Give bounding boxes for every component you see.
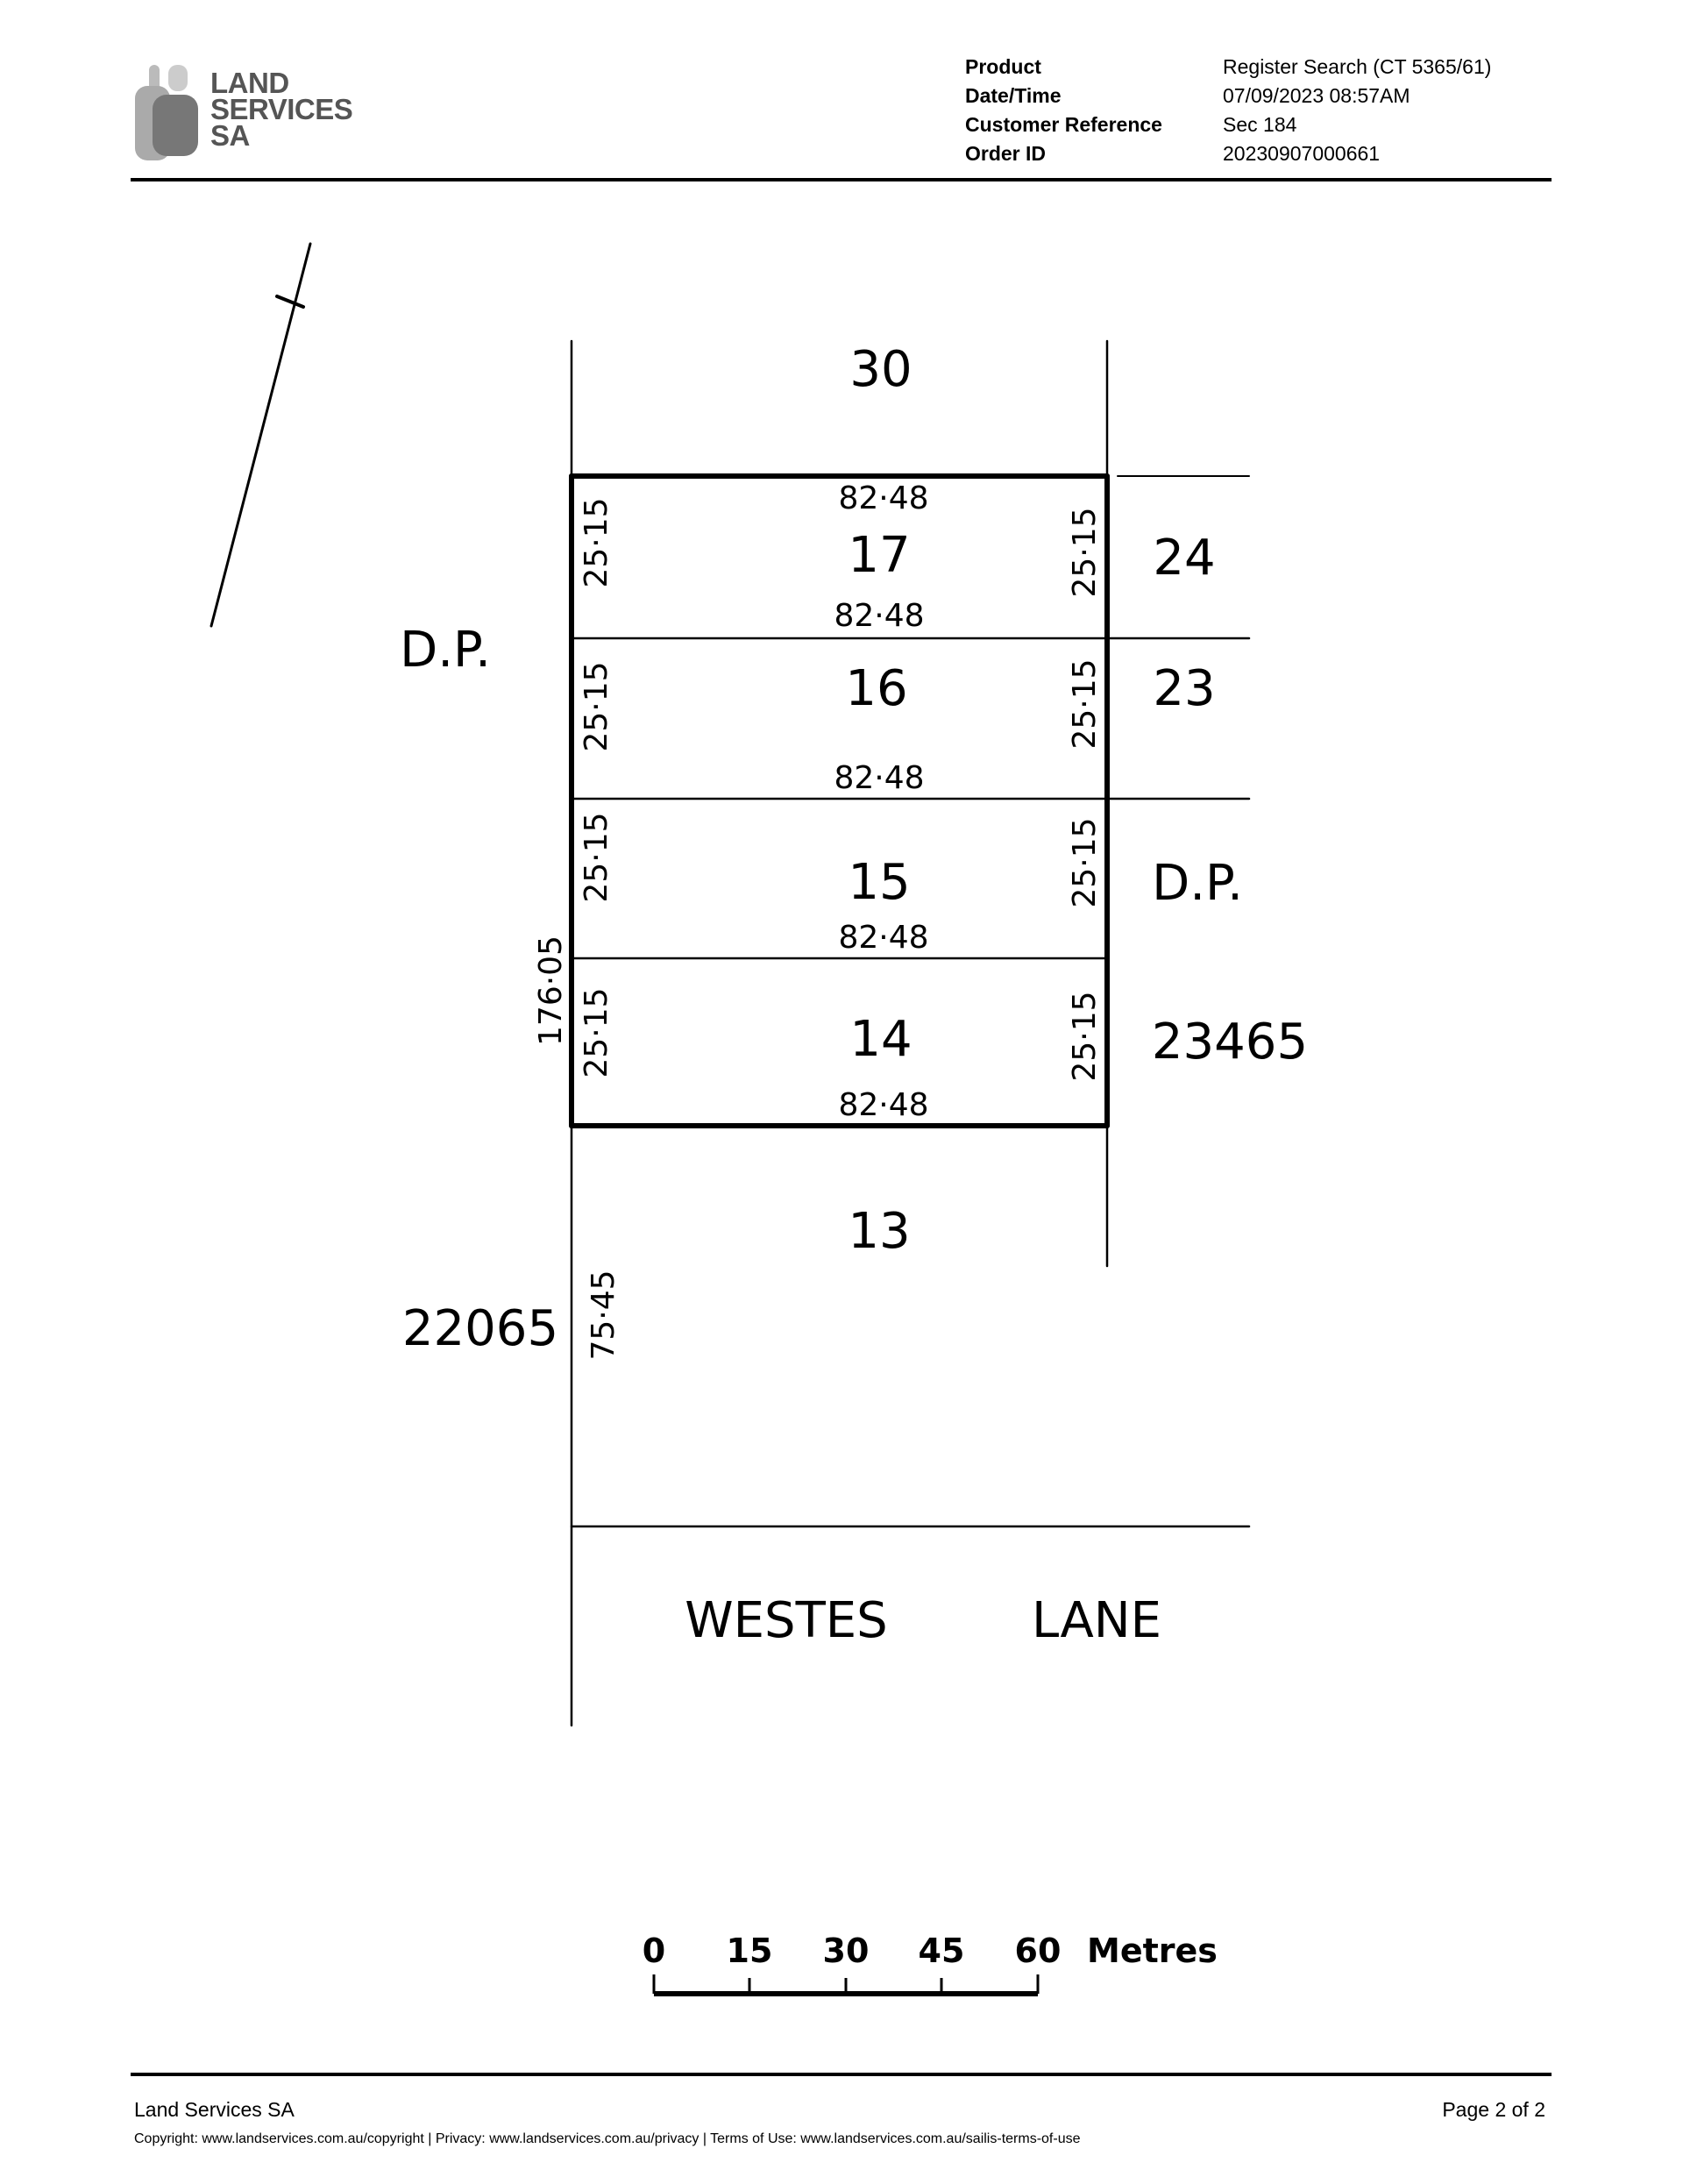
label-datetime: Date/Time (965, 84, 1062, 107)
value-customer-reference: Sec 184 (1223, 113, 1297, 136)
logo-line: LAND (210, 67, 289, 99)
lot-14-label: 14 (849, 1011, 912, 1068)
scale-tick-label: 0 (643, 1931, 665, 1970)
page-number: Page 2 of 2 (1442, 2098, 1545, 2121)
lot-13-depth-dimension: 75·45 (586, 1270, 621, 1360)
lot-24-label: 24 (1153, 530, 1215, 587)
frontage-dimension: 82·48 (834, 760, 924, 796)
label-customer-reference: Customer Reference (965, 113, 1162, 136)
scale-tick-label: 30 (823, 1931, 870, 1970)
frontage-dimension: 82·48 (838, 480, 928, 516)
depth-dimension: 25·15 (1067, 507, 1103, 597)
logo-line: SERVICES (210, 93, 353, 125)
depth-dimension: 25·15 (579, 661, 614, 751)
scale-unit: Metres (1087, 1931, 1218, 1970)
logo-mark-icon (135, 65, 198, 160)
footer-org: Land Services SA (134, 2098, 295, 2121)
road-name-2: LANE (1032, 1592, 1161, 1649)
scale-tick-label: 60 (1015, 1931, 1062, 1970)
scale-tick-label: 15 (727, 1931, 773, 1970)
depth-dimension: 25·15 (579, 812, 614, 902)
lot-16-label: 16 (845, 660, 907, 717)
land-services-logo: LAND SERVICES SA (133, 60, 361, 165)
lot-23-label: 23 (1153, 660, 1215, 717)
left-dp-number: 22065 (402, 1300, 558, 1357)
lot-17-label: 17 (848, 527, 910, 584)
depth-dimension: 25·15 (1067, 817, 1103, 907)
frontage-dimension: 82·48 (838, 920, 928, 956)
depth-dimension: 25·15 (579, 987, 614, 1078)
meta-labels: Product Date/Time Customer Reference Ord… (965, 53, 1162, 168)
depth-dimension: 25·15 (1067, 658, 1103, 749)
lot-13-label: 13 (848, 1203, 910, 1260)
left-dp-label: D.P. (400, 622, 491, 679)
right-dp-number: 23465 (1152, 1014, 1308, 1071)
scale-bar: 0 15 30 45 60 Metres (643, 1931, 1218, 1996)
lot-30-label: 30 (849, 341, 912, 398)
label-product: Product (965, 55, 1041, 78)
frontage-dimension: 82·48 (834, 598, 924, 634)
footer-legal-links: Copyright: www.landservices.com.au/copyr… (134, 2131, 1081, 2146)
logo-text: LAND SERVICES SA (210, 67, 353, 152)
footer-divider (131, 2073, 1552, 2076)
scale-tick-label: 45 (919, 1931, 965, 1970)
meta-values: Register Search (CT 5365/61) 07/09/2023 … (1223, 53, 1491, 168)
total-depth-dimension: 176·05 (533, 935, 569, 1046)
frontage-dimension: 82·48 (838, 1087, 928, 1123)
lot-15-label: 15 (848, 854, 910, 911)
road-name-1: WESTES (685, 1592, 887, 1649)
label-order-id: Order ID (965, 142, 1047, 165)
value-product: Register Search (CT 5365/61) (1223, 55, 1492, 78)
value-datetime: 07/09/2023 08:57AM (1223, 84, 1410, 107)
north-line (209, 242, 312, 628)
header-divider (131, 178, 1552, 181)
north-tick (275, 295, 305, 309)
depth-dimension: 25·15 (1067, 991, 1103, 1081)
right-dp-label: D.P. (1152, 855, 1243, 912)
value-order-id: 20230907000661 (1223, 142, 1381, 165)
depth-dimension: 25·15 (579, 497, 614, 587)
logo-line: SA (210, 119, 250, 152)
